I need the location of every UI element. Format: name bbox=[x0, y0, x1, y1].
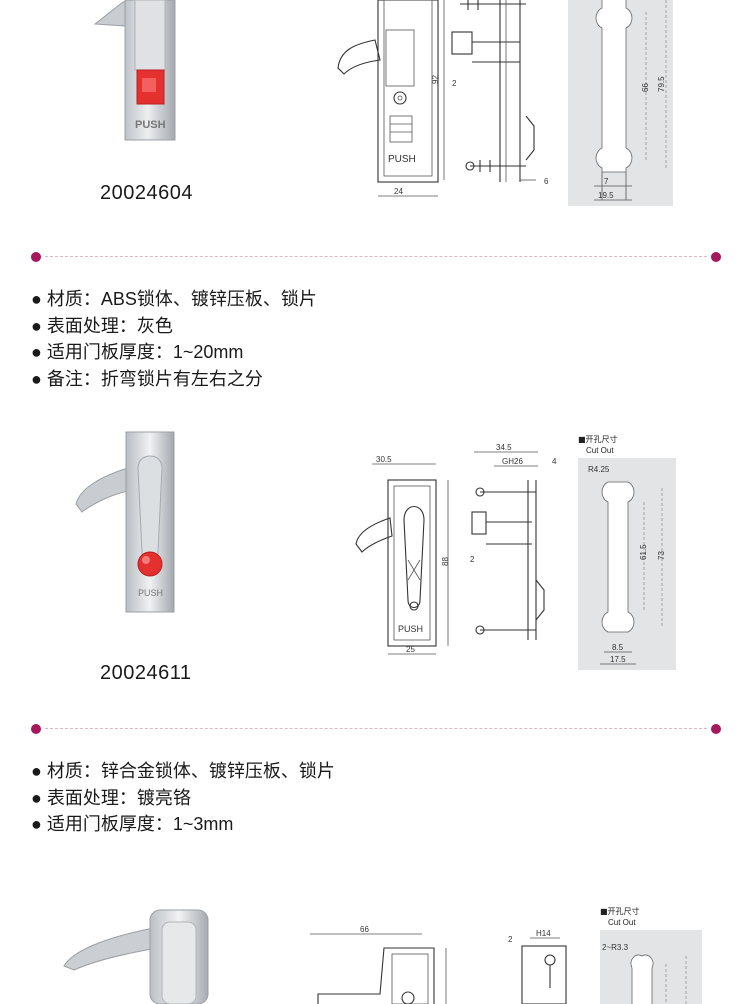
spec-item: ● 备注：折弯锁片有左右之分 bbox=[31, 368, 263, 389]
cut-width-inner: 7 bbox=[604, 177, 609, 186]
cut-height-inner: 66 bbox=[641, 83, 650, 92]
product-photo-3 bbox=[63, 909, 209, 1004]
cutout-title: ■开孔尺寸 bbox=[578, 434, 618, 444]
cut-height-inner: 61.5 bbox=[639, 544, 648, 560]
cutout-title: ■开孔尺寸 bbox=[600, 906, 640, 916]
product-code: 20024604 bbox=[100, 182, 193, 204]
dim-width: 25 bbox=[406, 645, 415, 654]
divider-dot-left bbox=[31, 252, 41, 262]
spec-item: ● 表面处理：镀亮铬 bbox=[31, 787, 191, 808]
spec-item: ● 适用门板厚度：1~3mm bbox=[31, 814, 234, 834]
photo-push-label: PUSH bbox=[138, 588, 163, 598]
dim-4: 4 bbox=[552, 457, 557, 466]
divider-dot-right bbox=[711, 252, 721, 262]
cut-radius: R4.25 bbox=[588, 465, 610, 474]
spec-item: ● 表面处理：灰色 bbox=[31, 315, 173, 336]
dim-h: H14 bbox=[536, 929, 551, 938]
divider-2 bbox=[31, 724, 721, 734]
spec-item: ● 适用门板厚度：1~20mm bbox=[31, 342, 244, 362]
spec-item: ● 材质：锌合金锁体、镀锌压板、锁片 bbox=[31, 761, 335, 781]
spec-list-20024611: ● 材质：锌合金锁体、镀锌压板、锁片 ● 表面处理：镀亮铬 ● 适用门板厚度：1… bbox=[31, 758, 335, 838]
cut-width-inner: 8.5 bbox=[612, 643, 624, 652]
divider-line bbox=[45, 256, 707, 257]
divider-1 bbox=[31, 252, 721, 262]
drawing-push-label: PUSH bbox=[398, 624, 423, 634]
dim-offset: 2 bbox=[452, 79, 457, 88]
divider-line bbox=[45, 728, 707, 729]
dim-width: 24 bbox=[394, 187, 403, 196]
drawing-push-label: PUSH bbox=[388, 154, 416, 165]
spec-list-20024604: ● 材质：ABS锁体、镀锌压板、锁片 ● 表面处理：灰色 ● 适用门板厚度：1~… bbox=[31, 286, 317, 392]
cut-radius: 2~R3.3 bbox=[602, 943, 629, 952]
product-photo-20024604: PUSH bbox=[93, 0, 176, 141]
cut-height-outer: 79.5 bbox=[657, 76, 666, 92]
divider-dot-right bbox=[711, 724, 721, 734]
cutout-drawing-20024611: ■开孔尺寸 Cut Out R4.25 61.5 73 8.5 17.5 bbox=[578, 434, 676, 670]
cutout-title-en: Cut Out bbox=[586, 446, 614, 455]
dim-height: 92 bbox=[431, 75, 440, 84]
cutout-drawing-20024604: 66 79.5 7 19.5 bbox=[568, 0, 673, 206]
cut-width-outer: 17.5 bbox=[610, 655, 626, 664]
dim-width: 66 bbox=[360, 925, 369, 934]
photo-push-label: PUSH bbox=[135, 119, 166, 131]
dim-offset: 2 bbox=[470, 555, 475, 564]
cut-width-outer: 19.5 bbox=[598, 191, 614, 200]
product-code: 20024611 bbox=[100, 662, 192, 684]
product-photo-20024611: PUSH bbox=[75, 431, 175, 613]
divider-dot-left bbox=[31, 724, 41, 734]
technical-drawing-20024604: PUSH 92 24 2 6 bbox=[337, 0, 549, 197]
technical-drawing-3: 66 2 H14 bbox=[310, 925, 567, 1004]
dim-depth: 6 bbox=[544, 177, 549, 186]
cutout-drawing-3: ■开孔尺寸 Cut Out 2~R3.3 bbox=[600, 906, 702, 1004]
dim-depth-total: 34.5 bbox=[496, 443, 512, 452]
dim-height: 88 bbox=[441, 557, 450, 566]
cutout-title-en: Cut Out bbox=[608, 918, 636, 927]
spec-item: ● 材质：ABS锁体、镀锌压板、锁片 bbox=[31, 289, 317, 309]
dim-gh: GH26 bbox=[502, 457, 523, 466]
dim-top: 30.5 bbox=[376, 455, 392, 464]
cut-height-outer: 73 bbox=[657, 551, 666, 560]
technical-drawing-20024611: 30.5 PUSH 88 25 34.5 GH26 4 2 bbox=[355, 443, 557, 655]
dim-offset: 2 bbox=[508, 935, 513, 944]
